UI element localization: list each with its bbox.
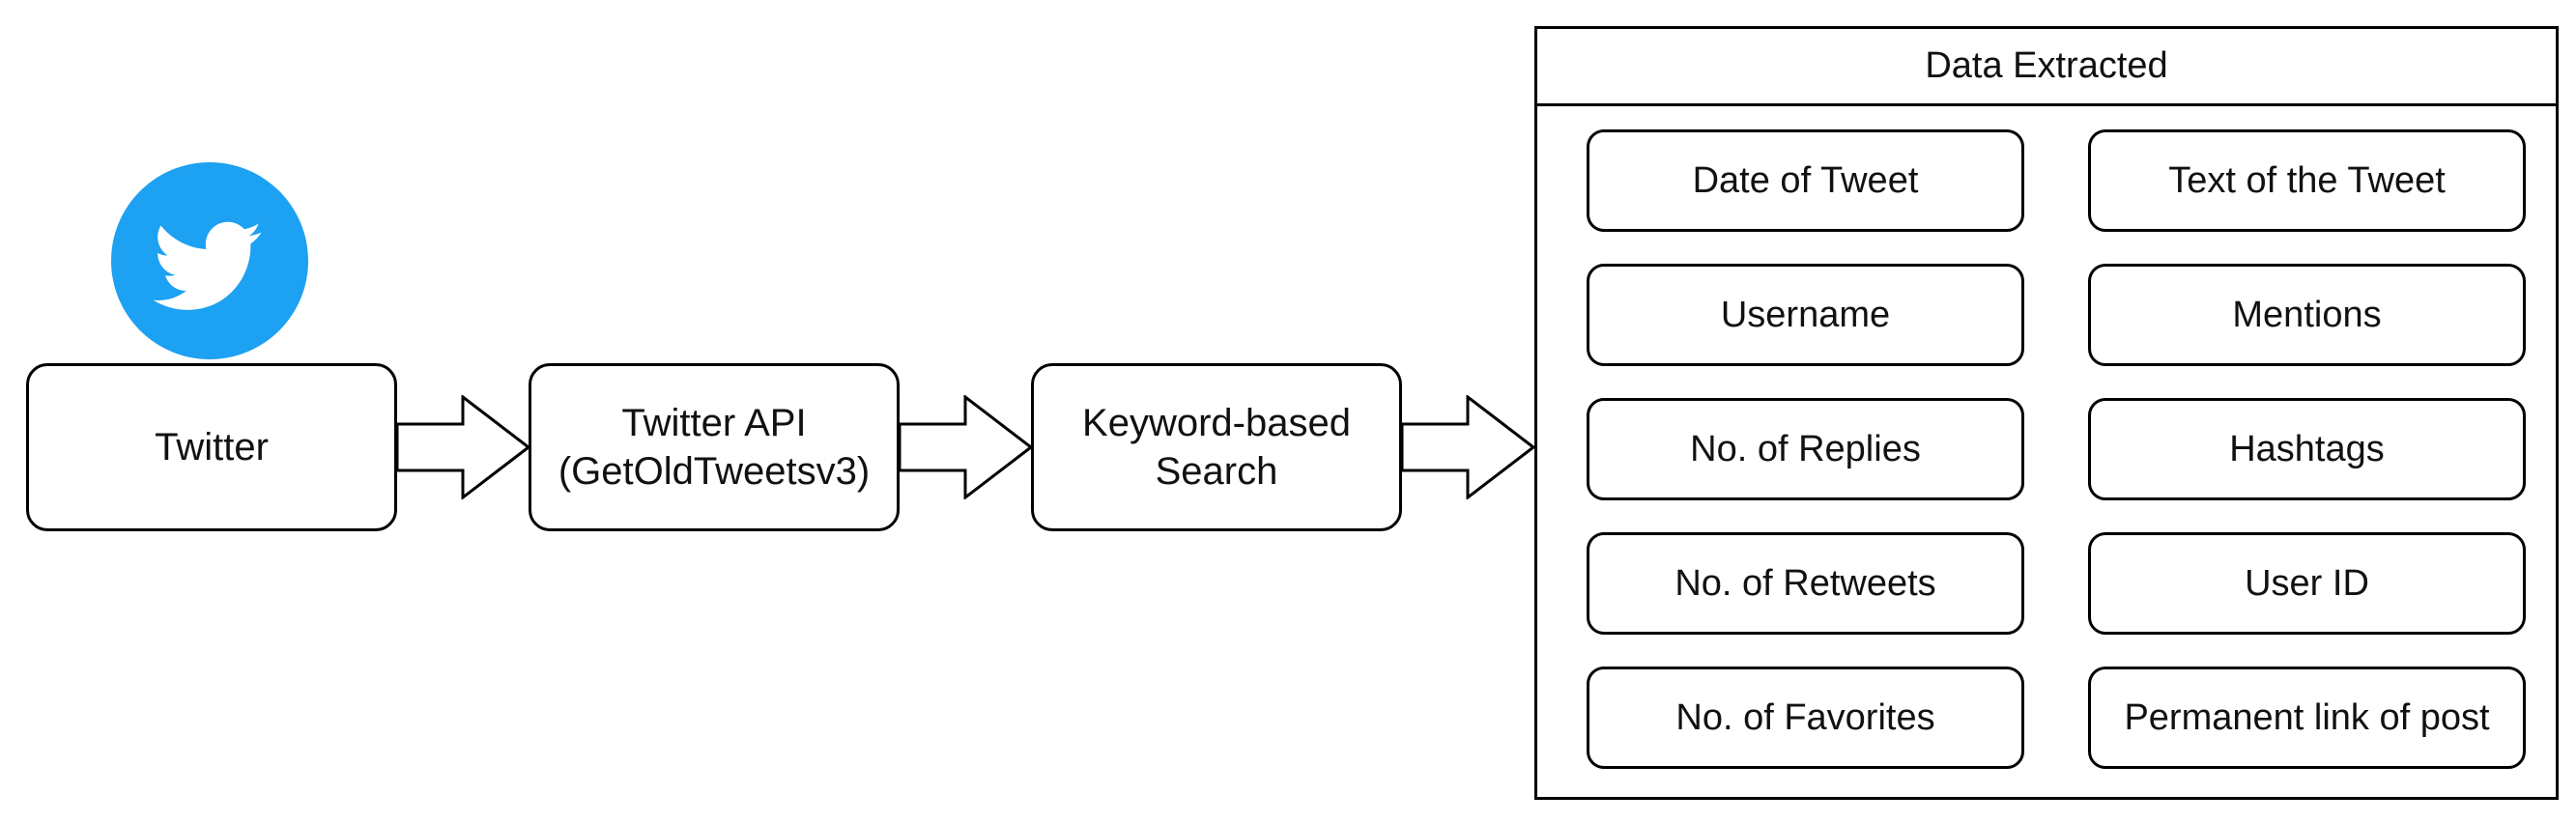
field-no-of-favorites: No. of Favorites — [1587, 667, 2024, 769]
twitter-node: Twitter — [26, 363, 397, 531]
twitter-node-label: Twitter — [155, 426, 269, 468]
data-extracted-title: Data Extracted — [1537, 29, 2556, 106]
field-hashtags: Hashtags — [2088, 398, 2526, 500]
twitter-logo-icon — [111, 162, 308, 359]
field-no-of-replies: No. of Replies — [1587, 398, 2024, 500]
twitter-api-node: Twitter API (GetOldTweetsv3) — [529, 363, 900, 531]
field-text-of-tweet: Text of the Tweet — [2088, 129, 2526, 232]
twitter-api-node-label: Twitter API (GetOldTweetsv3) — [558, 402, 871, 493]
arrow-right-icon — [898, 395, 1033, 499]
arrow-right-icon — [1400, 395, 1535, 499]
field-date-of-tweet: Date of Tweet — [1587, 129, 2024, 232]
data-extracted-panel: Data Extracted Date of Tweet Text of the… — [1534, 26, 2559, 800]
keyword-search-node: Keyword-based Search — [1031, 363, 1402, 531]
field-no-of-retweets: No. of Retweets — [1587, 532, 2024, 635]
arrow-right-icon — [395, 395, 530, 499]
keyword-search-node-label: Keyword-based Search — [1082, 402, 1351, 493]
field-permanent-link: Permanent link of post — [2088, 667, 2526, 769]
field-username: Username — [1587, 264, 2024, 366]
field-user-id: User ID — [2088, 532, 2526, 635]
field-mentions: Mentions — [2088, 264, 2526, 366]
